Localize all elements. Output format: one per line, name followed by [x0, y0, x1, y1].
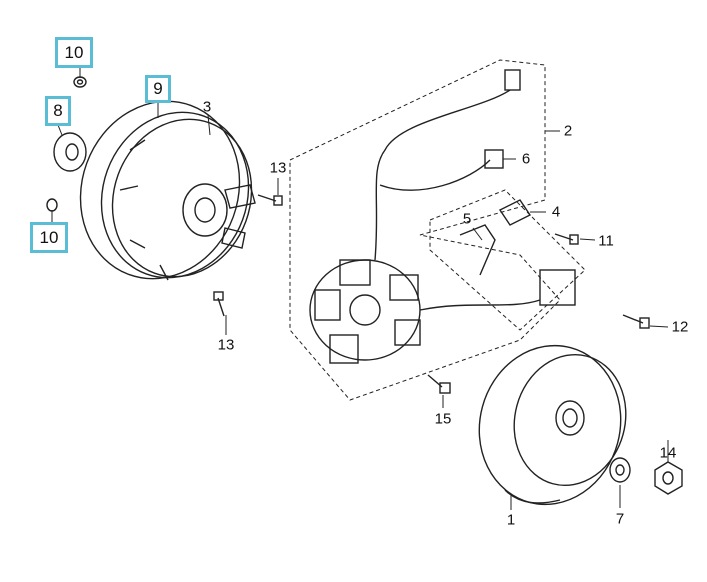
callout-6: 6 — [521, 150, 531, 168]
callout-14: 14 — [659, 444, 677, 462]
callout-2: 2 — [563, 122, 573, 140]
callout-1: 1 — [506, 511, 516, 529]
stator-assembly-outline — [289, 59, 586, 401]
callout-7: 7 — [615, 510, 625, 528]
flywheel — [478, 344, 627, 506]
callout-10-highlighted-bottom: 10 — [30, 222, 68, 253]
callout-13-lower: 13 — [217, 336, 235, 354]
callout-5: 5 — [462, 210, 472, 228]
washer-and-nut — [609, 457, 683, 495]
callout-12: 12 — [671, 318, 689, 336]
callout-11: 11 — [598, 232, 614, 250]
callout-8-highlighted: 8 — [45, 96, 71, 126]
callout-3: 3 — [202, 98, 212, 116]
bolts — [213, 194, 650, 394]
callout-13-upper: 13 — [269, 159, 287, 177]
callout-9-highlighted: 9 — [145, 75, 171, 103]
callout-15: 15 — [434, 410, 452, 428]
leader-lines — [51, 68, 669, 510]
stator — [309, 69, 576, 364]
callout-10-highlighted-top: 10 — [55, 37, 93, 68]
callout-4: 4 — [551, 203, 561, 221]
oil-seal-and-washers — [46, 76, 87, 212]
left-crankcase-cover — [79, 100, 256, 281]
